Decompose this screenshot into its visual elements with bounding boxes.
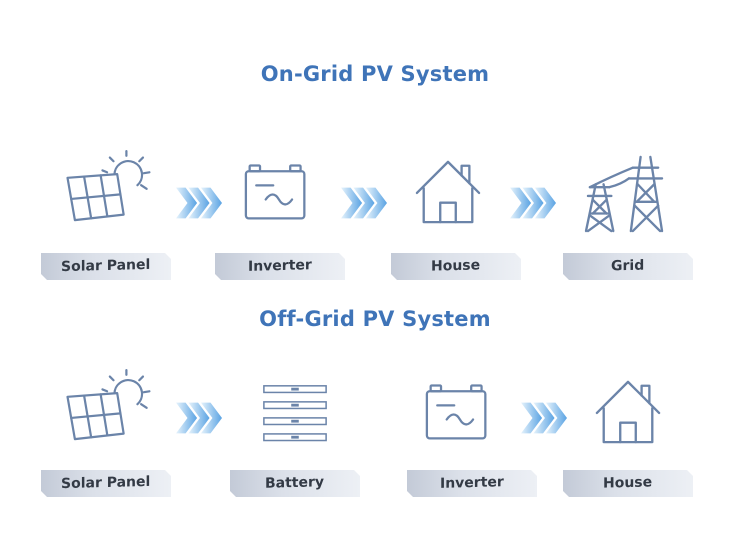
step-label-battery: Battery	[230, 470, 360, 497]
on-grid-title: On-Grid PV System	[260, 62, 490, 86]
step-label-inverter: Inverter	[215, 253, 345, 280]
solar-panel-icon	[62, 150, 154, 224]
step-label-grid: Grid	[563, 253, 693, 280]
solar-panel-icon	[62, 369, 154, 443]
inverter-icon	[244, 158, 310, 224]
off-grid-title: Off-Grid PV System	[259, 307, 491, 331]
step-label-solar-panel: Solar Panel	[41, 470, 171, 497]
step-label-inverter: Inverter	[407, 470, 537, 497]
flow-arrow-icon	[521, 400, 567, 436]
step-label-house: House	[563, 470, 693, 497]
house-icon	[414, 158, 482, 226]
inverter-icon	[425, 378, 491, 444]
flow-arrow-icon	[510, 185, 556, 221]
step-label-solar-panel: Solar Panel	[41, 253, 171, 280]
flow-arrow-icon	[176, 185, 222, 221]
house-icon	[594, 378, 662, 446]
flow-arrow-icon	[341, 185, 387, 221]
battery-rack-icon	[262, 383, 328, 449]
step-label-house: House	[391, 253, 521, 280]
power-tower-icon	[584, 155, 666, 233]
flow-arrow-icon	[176, 400, 222, 436]
